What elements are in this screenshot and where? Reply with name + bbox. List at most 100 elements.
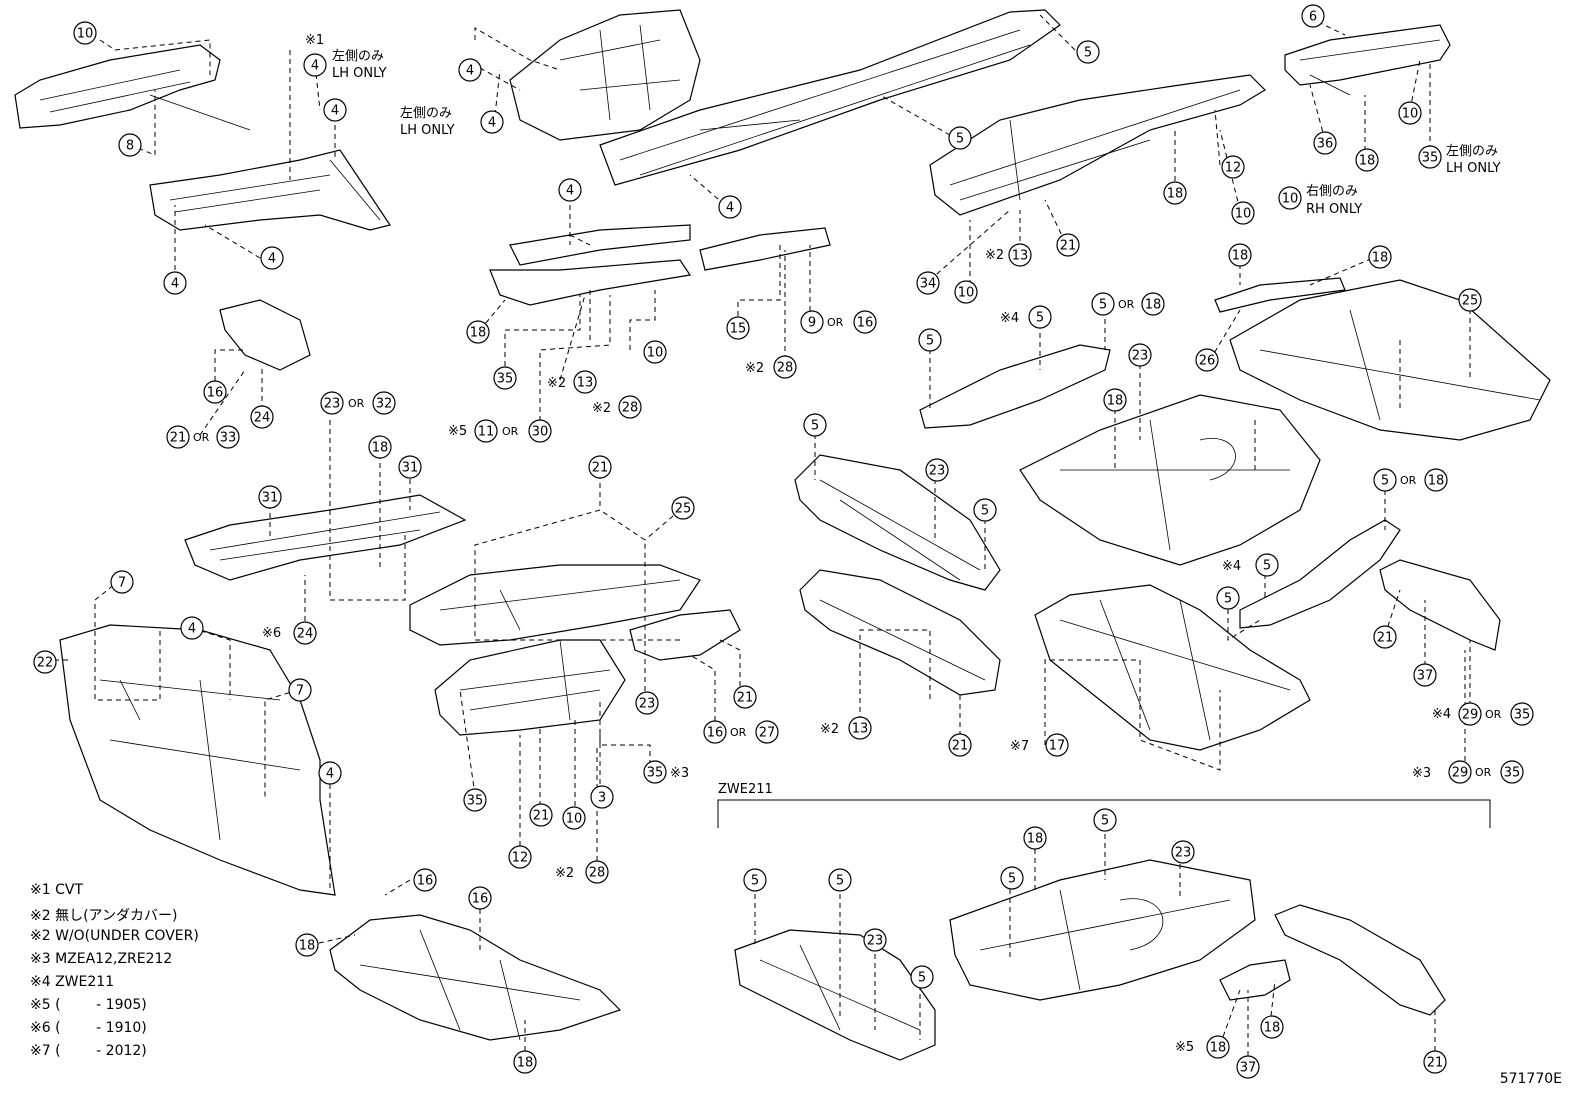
callout-5: 5: [803, 413, 827, 437]
svg-text:21: 21: [1060, 239, 1077, 254]
svg-text:21: 21: [170, 431, 187, 446]
callout-13: 13: [1008, 243, 1032, 267]
callout-21: 21: [948, 733, 972, 757]
svg-text:5: 5: [836, 874, 844, 889]
svg-text:23: 23: [1175, 846, 1192, 861]
svg-text:5: 5: [751, 874, 759, 889]
svg-text:OR: OR: [1475, 766, 1492, 779]
callout-5: 5: [1076, 40, 1100, 64]
svg-text:18: 18: [299, 939, 316, 954]
svg-text:21: 21: [533, 809, 550, 824]
callout-28: 28: [618, 395, 642, 419]
svg-text:LH ONLY: LH ONLY: [1446, 161, 1501, 176]
callout-23: 23: [320, 391, 344, 415]
svg-text:23: 23: [639, 697, 656, 712]
svg-text:26: 26: [1199, 354, 1216, 369]
callout-3: 3: [590, 785, 614, 809]
callout-4: 4: [163, 271, 187, 295]
callout-4: 4: [318, 761, 342, 785]
svg-text:31: 31: [402, 461, 419, 476]
callout-4: 4: [323, 98, 347, 122]
callout-4: 4: [718, 195, 742, 219]
callouts: 10 8 4 ※1 左側のみ LH ONLY 4 4 4 4 左側のみ LH O…: [33, 4, 1534, 1079]
svg-text:16: 16: [207, 386, 224, 401]
svg-text:7: 7: [296, 684, 304, 699]
svg-text:10: 10: [77, 27, 94, 42]
svg-text:OR: OR: [1485, 708, 1502, 721]
svg-text:OR: OR: [348, 397, 365, 410]
callout-16: 16: [203, 380, 227, 404]
svg-text:10: 10: [1402, 107, 1419, 122]
callout-12: 12: [1221, 155, 1245, 179]
svg-text:35: 35: [647, 766, 664, 781]
svg-text:※5: ※5: [448, 424, 467, 439]
svg-text:4: 4: [488, 116, 496, 131]
callout-5: 5: [1373, 468, 1397, 492]
callout-37: 37: [1413, 663, 1437, 687]
svg-text:9: 9: [808, 316, 816, 331]
svg-text:33: 33: [220, 431, 237, 446]
svg-text:18: 18: [1107, 394, 1124, 409]
callout-18: 18: [1355, 148, 1379, 172]
note-line: ※1 CVT: [30, 882, 83, 898]
callout-18: 18: [1141, 292, 1165, 316]
svg-text:34: 34: [920, 277, 937, 292]
svg-text:18: 18: [1145, 298, 1162, 313]
callout-18: 18: [1023, 826, 1047, 850]
svg-text:5: 5: [1008, 872, 1016, 887]
callout-18: 18: [295, 933, 319, 957]
note-line: ※4 ZWE211: [30, 974, 115, 990]
callout-37: 37: [1236, 1055, 1260, 1079]
svg-text:18: 18: [1372, 251, 1389, 266]
callout-18: 18: [466, 320, 490, 344]
svg-text:5: 5: [981, 504, 989, 519]
svg-text:OR: OR: [1118, 298, 1135, 311]
svg-text:29: 29: [1452, 766, 1469, 781]
callout-28: 28: [773, 355, 797, 379]
callout-18: 18: [1228, 243, 1252, 267]
callout-4: 4: [180, 616, 204, 640]
callout-18: 18: [1163, 181, 1187, 205]
svg-text:OR: OR: [502, 425, 519, 438]
callout-24: 24: [250, 405, 274, 429]
callout-21: 21: [1056, 233, 1080, 257]
callout-29: 29: [1448, 760, 1472, 784]
callout-23: 23: [635, 691, 659, 715]
svg-text:左側のみ: 左側のみ: [332, 49, 384, 64]
callout-5: 5: [743, 868, 767, 892]
callout-26: 26: [1195, 348, 1219, 372]
svg-text:24: 24: [297, 627, 314, 642]
callout-16: 16: [703, 720, 727, 744]
callout-18: 18: [1424, 468, 1448, 492]
svg-text:※4: ※4: [1000, 311, 1019, 326]
callout-18: 18: [1103, 388, 1127, 412]
svg-text:30: 30: [532, 425, 549, 440]
svg-text:※3: ※3: [1412, 766, 1431, 781]
callout-21: 21: [588, 455, 612, 479]
svg-text:4: 4: [326, 767, 334, 782]
note-line: ※5 ( - 1905): [30, 997, 147, 1013]
svg-text:※2: ※2: [820, 722, 839, 737]
callout-5: 5: [1091, 292, 1115, 316]
svg-text:5: 5: [918, 971, 926, 986]
svg-text:7: 7: [118, 576, 126, 591]
svg-text:18: 18: [1359, 154, 1376, 169]
callout-17: 17: [1045, 733, 1069, 757]
callout-4: 4: [260, 246, 284, 270]
note-line: ※6 ( - 1910): [30, 1020, 147, 1036]
callout-34: 34: [916, 271, 940, 295]
svg-text:23: 23: [929, 464, 946, 479]
callout-4: 4: [480, 110, 504, 134]
callout-15: 15: [726, 316, 750, 340]
svg-text:25: 25: [1462, 294, 1479, 309]
callout-31: 31: [258, 485, 282, 509]
callout-6: 6: [1301, 4, 1325, 28]
svg-text:25: 25: [675, 502, 692, 517]
svg-text:12: 12: [512, 851, 529, 866]
callout-9: 9: [800, 310, 824, 334]
svg-text:10: 10: [958, 286, 975, 301]
svg-text:11: 11: [478, 425, 495, 440]
callout-16: 16: [853, 310, 877, 334]
svg-text:4: 4: [188, 622, 196, 637]
svg-text:※2: ※2: [555, 866, 574, 881]
